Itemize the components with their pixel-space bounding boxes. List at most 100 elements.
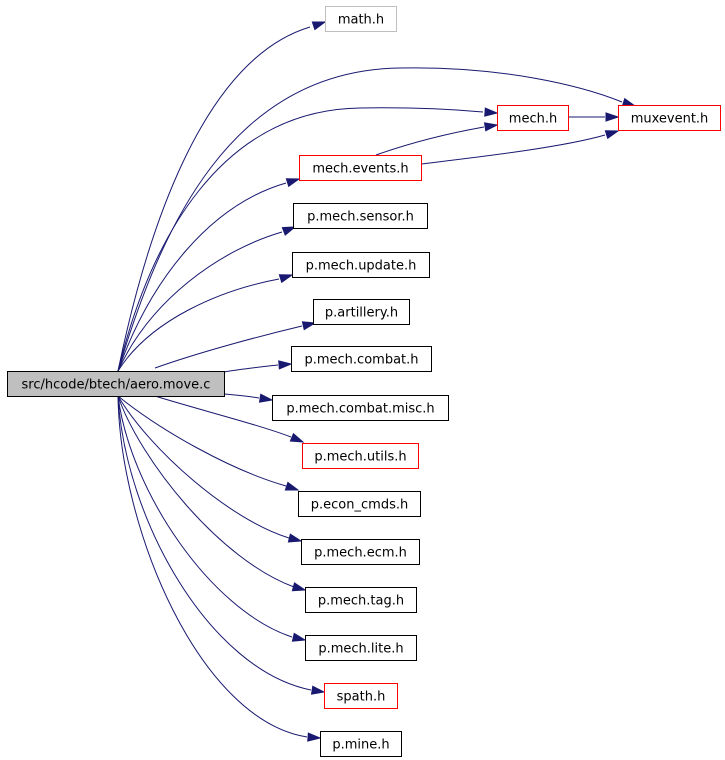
edge-arrowhead	[289, 432, 305, 443]
node-box	[301, 539, 420, 565]
node-mechevents[interactable]: mech.events.h	[299, 155, 422, 181]
edge-arrowhead	[287, 533, 303, 543]
node-box	[320, 731, 402, 757]
edge-arrowhead	[307, 732, 322, 742]
node-box	[313, 299, 410, 325]
node-mine[interactable]: p.mine.h	[320, 731, 402, 757]
edge-arrowhead	[605, 112, 620, 122]
node-label: mech.events.h	[312, 162, 408, 177]
edge-line	[117, 26, 311, 372]
node-label: p.mech.ecm.h	[314, 546, 407, 561]
edge-arrowhead	[484, 107, 499, 117]
node-box	[325, 6, 397, 32]
node-box	[292, 252, 430, 278]
edge-arrowhead	[604, 130, 620, 140]
node-box	[497, 105, 569, 131]
edge-line	[154, 395, 292, 438]
edge-line	[375, 126, 485, 156]
edge-arrowhead	[291, 582, 307, 592]
edge-line	[117, 395, 287, 487]
edge-line	[154, 325, 303, 369]
node-aero: src/hcode/btech/aero.move.c	[7, 371, 225, 397]
edge-aero-math	[117, 21, 327, 372]
node-label: p.mech.utils.h	[314, 450, 406, 465]
node-label: p.mech.update.h	[306, 259, 417, 274]
node-combat[interactable]: p.mech.combat.h	[291, 346, 432, 372]
edge-line	[420, 134, 606, 165]
node-label: p.mech.lite.h	[318, 642, 403, 657]
node-tag[interactable]: p.mech.tag.h	[305, 587, 417, 613]
node-box	[272, 395, 449, 421]
edge-aero-sensor	[117, 226, 297, 372]
node-muxevent[interactable]: muxevent.h	[618, 105, 721, 131]
edge-arrowhead	[281, 226, 297, 236]
node-label: p.econ_cmds.h	[311, 498, 408, 513]
edge-arrowhead	[284, 481, 300, 491]
edge-aero-mech	[117, 107, 499, 372]
edge-mechevents-muxevent	[420, 130, 620, 165]
edge-line	[223, 364, 279, 373]
edge-arrowhead	[311, 21, 327, 31]
node-update[interactable]: p.mech.update.h	[292, 252, 430, 278]
edge-aero-ecm	[117, 395, 303, 543]
node-mech[interactable]: mech.h	[497, 105, 569, 131]
node-artillery[interactable]: p.artillery.h	[313, 299, 410, 325]
node-box	[305, 635, 417, 661]
edge-mech-muxevent	[568, 112, 620, 122]
edge-line	[117, 182, 287, 372]
node-label: p.artillery.h	[325, 306, 398, 321]
edge-arrowhead	[310, 685, 326, 695]
edge-line	[223, 393, 260, 399]
node-math[interactable]: math.h	[325, 6, 397, 32]
node-box	[298, 491, 421, 517]
edge-aero-update	[117, 274, 294, 372]
edge-aero-combatmisc	[223, 393, 274, 403]
node-spath[interactable]: spath.h	[324, 683, 398, 709]
edge-aero-spath	[117, 395, 326, 695]
edge-line	[117, 231, 283, 372]
nodes-layer: src/hcode/btech/aero.move.c math.h mech.h m…	[7, 6, 721, 757]
node-label: math.h	[338, 13, 384, 28]
edge-aero-tag	[117, 395, 307, 592]
node-lite[interactable]: p.mech.lite.h	[305, 635, 417, 661]
node-econ[interactable]: p.econ_cmds.h	[298, 491, 421, 517]
edge-arrowhead	[285, 178, 301, 188]
edge-aero-econ	[117, 395, 300, 491]
node-label: p.mech.combat.h	[304, 353, 418, 368]
edge-aero-combat	[223, 360, 293, 373]
node-box	[305, 587, 417, 613]
edge-aero-lite	[117, 395, 307, 642]
node-utils[interactable]: p.mech.utils.h	[302, 443, 419, 469]
node-label: muxevent.h	[631, 112, 709, 127]
node-box	[324, 683, 398, 709]
edge-line	[117, 395, 293, 638]
edge-line	[117, 395, 290, 539]
node-box	[7, 371, 225, 397]
node-box	[618, 105, 721, 131]
node-label: p.mech.tag.h	[318, 594, 404, 609]
node-box	[302, 443, 419, 469]
edge-line	[117, 107, 484, 372]
node-ecm[interactable]: p.mech.ecm.h	[301, 539, 420, 565]
node-box	[293, 203, 428, 229]
edge-arrowhead	[278, 274, 294, 284]
edge-aero-mechevents	[117, 178, 301, 372]
edge-aero-mine	[117, 395, 322, 742]
edge-aero-artillery	[154, 321, 317, 369]
node-label: mech.h	[509, 112, 557, 127]
node-sensor[interactable]: p.mech.sensor.h	[293, 203, 428, 229]
edge-aero-utils	[154, 395, 305, 443]
node-combatmisc[interactable]: p.mech.combat.misc.h	[272, 395, 449, 421]
node-label: spath.h	[337, 690, 386, 705]
node-box	[291, 346, 432, 372]
edge-line	[117, 278, 280, 372]
edge-line	[117, 395, 295, 588]
edge-arrowhead	[301, 321, 317, 331]
edge-arrowhead	[291, 632, 307, 642]
node-label: p.mech.sensor.h	[307, 210, 414, 225]
edge-arrowhead	[258, 393, 274, 403]
edge-arrowhead	[278, 360, 293, 370]
edges-layer	[117, 21, 637, 742]
node-box	[299, 155, 422, 181]
node-label: p.mine.h	[332, 738, 389, 753]
